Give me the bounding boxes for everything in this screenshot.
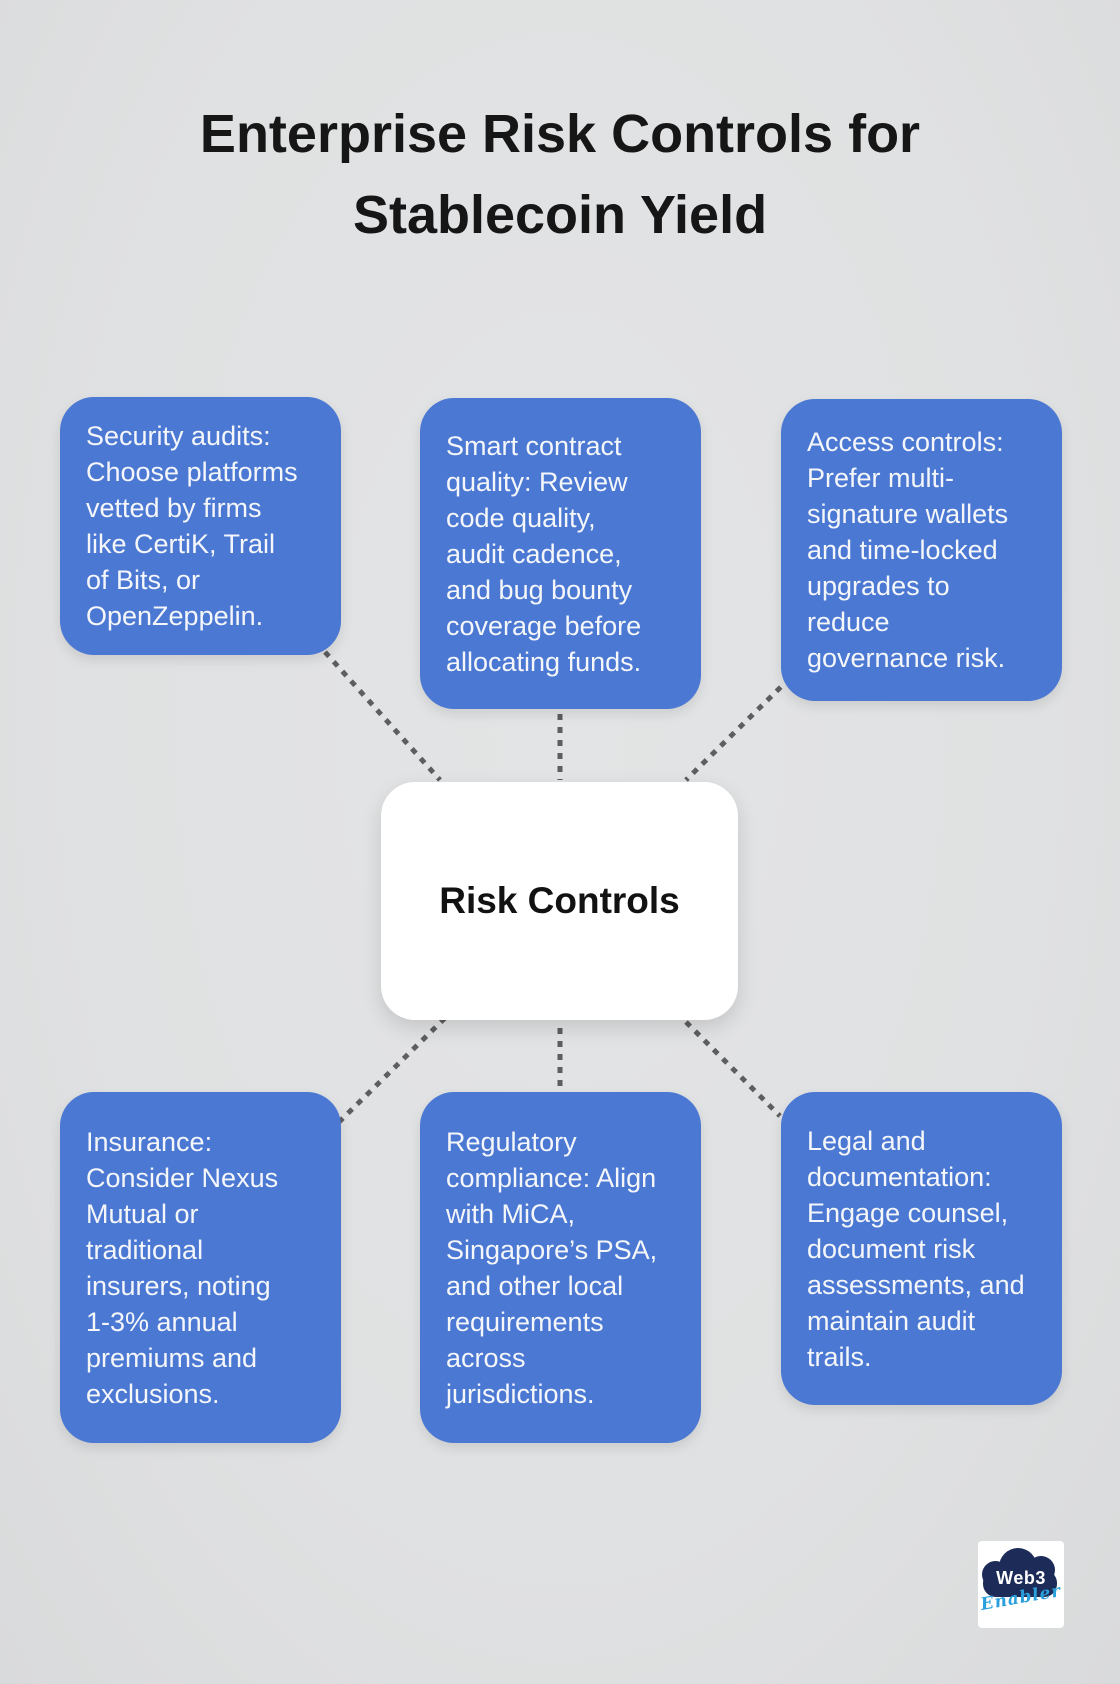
connector-bottom-right [684,1020,782,1118]
node-regulatory-compliance-text: Regulatory compliance: Align with MiCA, … [446,1126,658,1409]
node-security-audits: Security audits: Choose platforms vetted… [60,397,341,655]
brand-logo: Web3 Enabler [978,1541,1064,1628]
node-access-controls-text: Access controls: Prefer multi- signature… [807,427,1009,673]
node-smart-contract-quality-text: Smart contract quality: Review code qual… [446,430,642,677]
node-regulatory-compliance: Regulatory compliance: Align with MiCA, … [420,1092,701,1443]
node-legal-documentation: Legal and documentation: Engage counsel,… [781,1092,1062,1405]
connector-top-right [684,676,792,782]
node-security-audits-text: Security audits: Choose platforms vetted… [86,421,298,631]
node-smart-contract-quality: Smart contract quality: Review code qual… [420,398,701,709]
cloud-icon [978,1541,1064,1628]
node-insurance-text: Insurance: Consider Nexus Mutual or trad… [86,1126,279,1409]
connector-top-left [323,650,442,782]
central-node-label: Risk Controls [439,880,680,921]
page-title: Enterprise Risk Controls for Stablecoin … [199,104,921,245]
central-node-risk-controls: Risk Controls [381,782,738,1020]
brand-logo-word: Web3 [996,1568,1046,1588]
node-legal-documentation-text: Legal and documentation: Engage counsel,… [807,1125,1025,1372]
node-access-controls: Access controls: Prefer multi- signature… [781,399,1062,701]
node-insurance: Insurance: Consider Nexus Mutual or trad… [60,1092,341,1443]
